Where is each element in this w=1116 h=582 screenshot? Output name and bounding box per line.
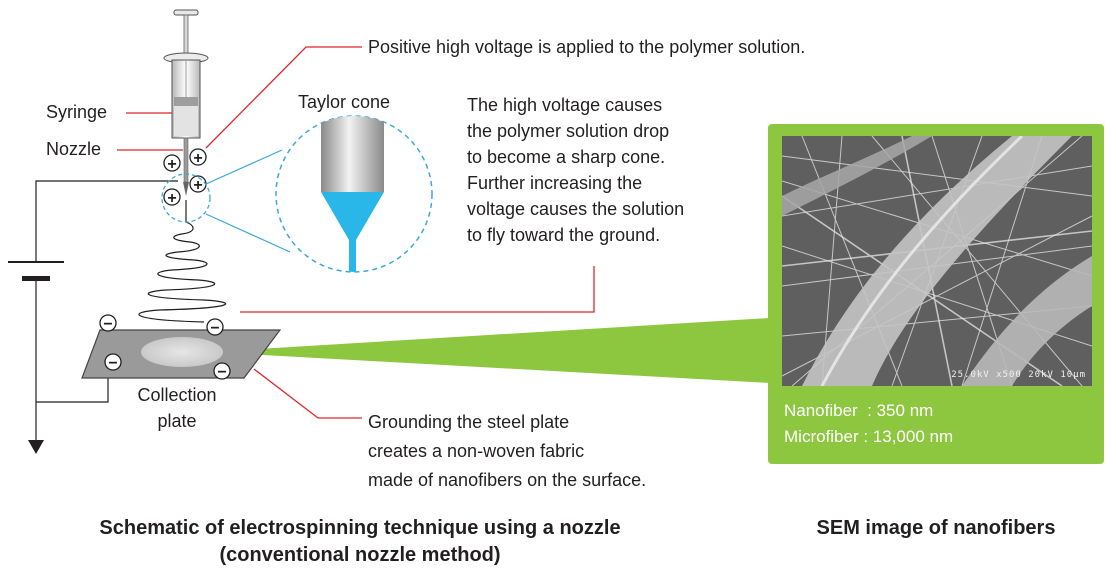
nozzle-tip-dashed-circle — [161, 173, 211, 223]
syringe-label: Syringe — [46, 102, 108, 122]
zoom-guide-line — [205, 213, 291, 253]
minus-symbol: − — [210, 320, 219, 337]
positive-voltage-label: Positive high voltage is applied to the … — [368, 37, 806, 57]
callout-lines — [117, 46, 595, 419]
sem-image: 25.0kV x500 20kV 10µm — [782, 136, 1092, 386]
cone-explanation-line: to fly toward the ground. — [467, 225, 661, 245]
cone-explanation: The high voltage causes the polymer solu… — [467, 92, 684, 248]
ground-arrow-icon — [28, 440, 44, 454]
taylor-cone-label: Taylor cone — [298, 92, 391, 112]
syringe — [163, 9, 209, 196]
microfiber-size-label: Microfiber : 13,000 nm — [784, 427, 954, 446]
nanofiber-size-label: Nanofiber : 350 nm — [784, 401, 934, 420]
schematic-title: Schematic of electrospinning technique u… — [20, 515, 700, 569]
sem-panel: 25.0kV x500 20kV 10µm Nanofiber : 350 nm… — [768, 124, 1104, 464]
schematic-title-line: Schematic of electrospinning technique u… — [99, 517, 621, 539]
nozzle-label: Nozzle — [46, 139, 102, 159]
taylor-cone-closeup — [321, 116, 384, 272]
positive-charges — [163, 148, 207, 206]
cone-explanation-line: to become a sharp cone. — [467, 147, 666, 167]
plus-symbol: + — [193, 150, 202, 167]
collection-plate — [81, 329, 282, 379]
projection-beam — [208, 318, 770, 383]
battery-icon — [8, 261, 64, 281]
cone-explanation-line: the polymer solution drop — [467, 121, 670, 141]
grounding-description: Grounding the steel plate creates a non-… — [368, 408, 646, 495]
collection-plate-label-line: plate — [157, 411, 197, 431]
circuit-wire — [35, 180, 178, 440]
minus-symbol: − — [108, 355, 117, 372]
collection-plate-label-line: Collection — [137, 385, 217, 405]
polymer-jet — [138, 200, 227, 323]
plus-symbol: + — [167, 190, 176, 207]
cone-explanation-line: The high voltage causes — [467, 95, 663, 115]
cone-explanation-line: voltage causes the solution — [467, 199, 685, 219]
schematic-title-line: (conventional nozzle method) — [219, 544, 501, 566]
negative-charges — [99, 314, 231, 380]
grounding-line: made of nanofibers on the surface. — [368, 470, 647, 490]
cone-explanation-line: Further increasing the — [467, 173, 643, 193]
sem-scale-bar: 25.0kV x500 20kV 10µm — [951, 370, 1086, 380]
zoom-guide-line — [205, 149, 283, 185]
collection-plate-label: Collection plate — [118, 382, 236, 434]
sem-title: SEM image of nanofibers — [816, 517, 1056, 539]
plus-symbol: + — [193, 177, 202, 194]
minus-symbol: − — [103, 316, 112, 333]
plus-symbol: + — [167, 156, 176, 173]
sem-fiber-texture — [782, 136, 1092, 386]
grounding-line: creates a non-woven fabric — [368, 441, 585, 461]
grounding-line: Grounding the steel plate — [368, 412, 570, 432]
minus-symbol: − — [217, 364, 226, 381]
